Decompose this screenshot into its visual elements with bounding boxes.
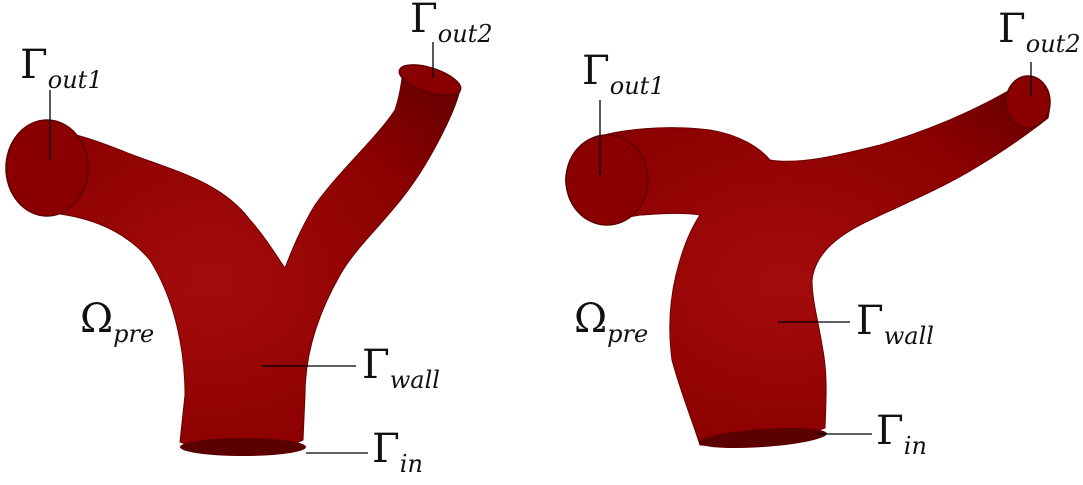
- left-out2-symbol: Γ: [410, 0, 438, 42]
- left-out1-subscript: out1: [48, 66, 103, 94]
- left-panel: Γout1 Γout2 Ωpre Γwall Γin: [6, 0, 493, 478]
- left-wall-symbol: Γ: [362, 342, 390, 388]
- right-out2-symbol: Γ: [998, 6, 1026, 52]
- right-out2-subscript: out2: [1026, 30, 1081, 58]
- right-wall-subscript: wall: [884, 322, 934, 350]
- right-out1-symbol: Γ: [582, 48, 610, 94]
- left-out1-label: Γout1: [20, 42, 103, 94]
- right-out1-label: Γout1: [582, 48, 665, 100]
- right-out1-subscript: out1: [610, 72, 665, 100]
- left-out2-subscript: out2: [438, 20, 493, 48]
- left-inlet-symbol: Γ: [372, 426, 400, 472]
- left-inlet-subscript: in: [400, 450, 423, 478]
- right-outlet2-cap: [1006, 76, 1050, 128]
- left-domain-label: Ωpre: [80, 296, 154, 348]
- right-inlet-label: Γin: [876, 408, 927, 460]
- right-wall-label: Γwall: [856, 298, 934, 350]
- right-inlet-symbol: Γ: [876, 408, 904, 454]
- left-vessel-body: [7, 70, 460, 452]
- left-inlet-label: Γin: [372, 426, 423, 478]
- left-outlet1-cap: [6, 120, 88, 216]
- right-panel: Γout1 Γout2 Ωpre Γwall Γin: [566, 6, 1081, 460]
- left-out1-symbol: Γ: [20, 42, 48, 88]
- left-wall-subscript: wall: [390, 366, 440, 394]
- left-out2-label: Γout2: [410, 0, 493, 48]
- right-domain-symbol: Ω: [574, 296, 607, 342]
- left-wall-label: Γwall: [362, 342, 440, 394]
- right-outlet1-cap: [566, 135, 648, 225]
- right-out2-label: Γout2: [998, 6, 1081, 58]
- left-domain-subscript: pre: [113, 320, 154, 348]
- right-inlet-subscript: in: [904, 432, 927, 460]
- right-wall-symbol: Γ: [856, 298, 884, 344]
- right-domain-subscript: pre: [607, 320, 648, 348]
- left-inlet-cap: [180, 438, 306, 456]
- left-domain-symbol: Ω: [80, 296, 113, 342]
- right-domain-label: Ωpre: [574, 296, 648, 348]
- right-vessel-body: [566, 80, 1050, 446]
